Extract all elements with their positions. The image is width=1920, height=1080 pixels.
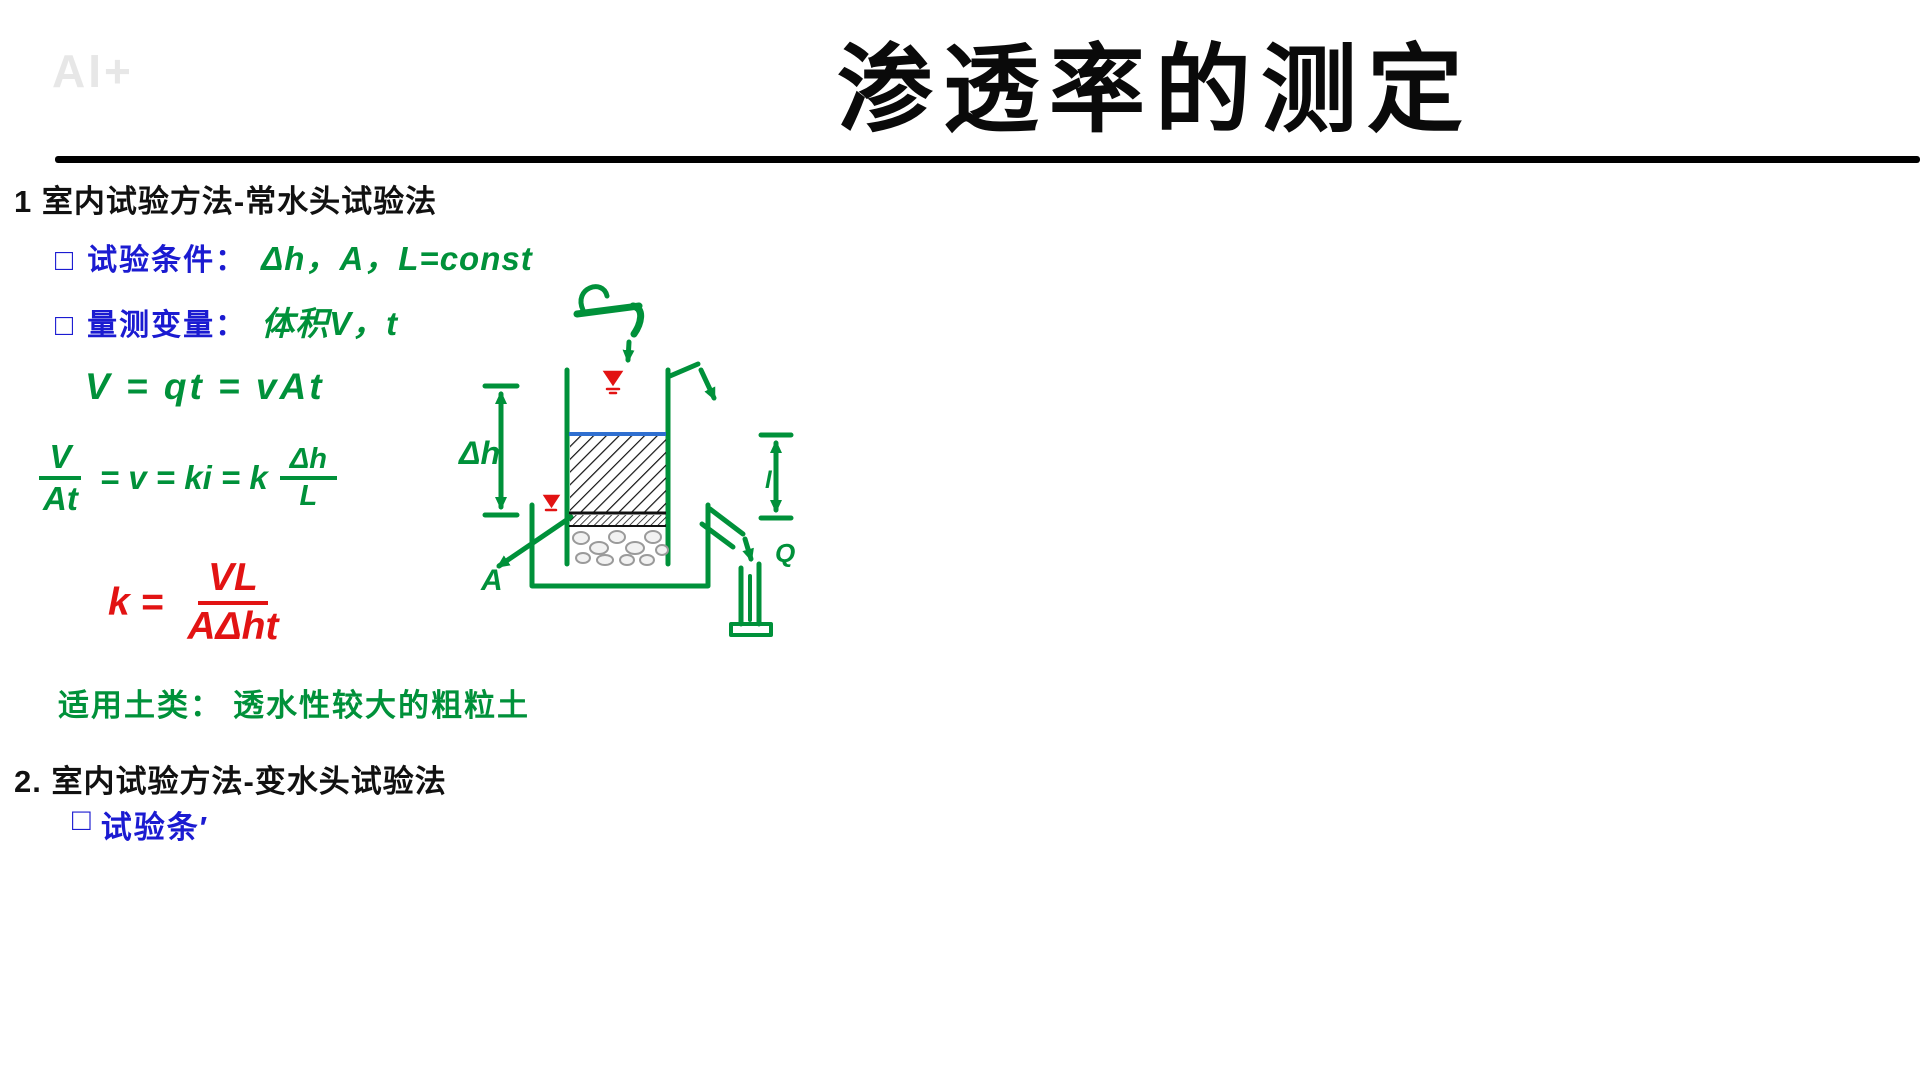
length-dimension: [758, 432, 794, 521]
applicable-soil-note: 适用土类： 透水性较大的粗粒土: [58, 680, 530, 725]
formula2-frac2-denominator: L: [299, 479, 318, 512]
test-condition-row: □ 试验条件： Δh，A，L=const: [55, 232, 533, 280]
faucet-icon: [573, 284, 645, 363]
soil-note-value: 透水性较大的粗粒土: [233, 688, 530, 723]
delta-h-dimension: [482, 383, 520, 518]
soil-specimen: [569, 432, 666, 527]
section1-heading: 1 室内试验方法-常水头试验法: [14, 184, 438, 219]
test-condition-label: 试验条件：: [87, 244, 248, 277]
soil-note-label: 适用土类：: [58, 688, 223, 723]
delta-h-label: Δh: [458, 435, 500, 471]
formula2-frac1-denominator: At: [43, 479, 78, 517]
section2-heading: 2. 室内试验方法-变水头试验法: [14, 764, 447, 799]
checkbox-icon: □: [55, 309, 74, 342]
volume-formula: V = qt = vAt: [85, 366, 325, 407]
area-label: A: [480, 564, 503, 597]
measured-variables-value: 体积V，t: [261, 305, 399, 342]
checkbox-icon: □: [55, 244, 74, 277]
overflow-spout: [667, 361, 717, 401]
formula3-numerator: VL: [197, 556, 268, 605]
page-title: 渗透率的测定: [837, 37, 1473, 144]
gravel-layer: [572, 530, 669, 566]
water-level-icon: [542, 370, 624, 512]
watermark: AI+: [52, 45, 134, 97]
section2-partial-row: □ 试验条′: [72, 802, 209, 847]
permeability-formula: k = VL AΔht: [108, 556, 288, 650]
constant-head-permeameter-diagram: Δh A Q l: [458, 284, 795, 637]
darcy-velocity-formula: V At = v = ki = k Δh L: [33, 438, 337, 518]
checkbox-icon: □: [72, 802, 93, 837]
formula2-fraction2: Δh L: [279, 443, 337, 514]
area-arrow: [496, 514, 574, 569]
formula2-frac2-numerator: Δh: [279, 443, 337, 480]
formula3-fraction: VL AΔht: [177, 556, 288, 650]
outflow-spout: [699, 506, 754, 562]
formula2-frac1-numerator: V: [39, 438, 82, 480]
formula2-fraction1: V At: [33, 438, 88, 518]
formula3-denominator: AΔht: [187, 604, 279, 648]
flow-label: Q: [775, 538, 795, 568]
formula2-middle: = v = ki = k: [99, 458, 268, 496]
inner-tube: [564, 367, 671, 567]
test-condition-value: Δh，A，L=const: [261, 240, 533, 277]
measuring-cylinder: [729, 561, 773, 637]
formula3-lead: k =: [108, 580, 164, 624]
section2-partial-label: 试验条′: [100, 810, 210, 845]
title-divider: [55, 156, 1920, 163]
measured-variables-row: □ 量测变量： 体积V，t: [55, 297, 398, 345]
length-label: l: [765, 467, 773, 494]
measured-variables-label: 量测变量：: [87, 309, 248, 342]
